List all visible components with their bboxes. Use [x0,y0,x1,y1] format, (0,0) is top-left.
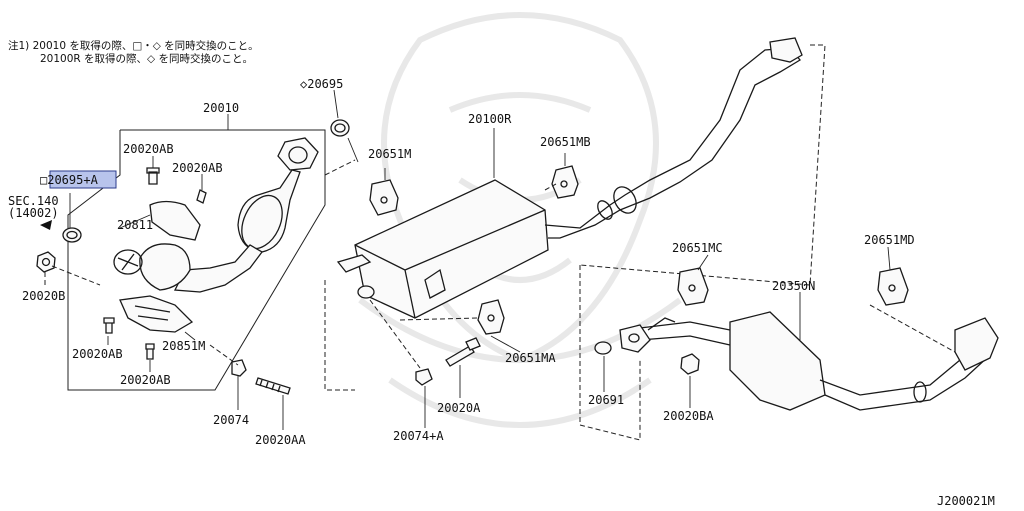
leader-lines-right [579,246,956,441]
gasket-20691[interactable] [594,341,612,355]
label-20020ab-third: 20020AB [72,347,123,361]
diagram-id: J200021M [937,494,995,508]
bolt-icon[interactable] [196,189,207,204]
gasket-20695[interactable] [330,119,350,137]
label-20020ab-second: 20020AB [172,161,223,175]
label-20010: 20010 [203,101,239,115]
label-20074a: 20074+A [393,429,444,443]
label-20350n: 20350N [772,279,815,293]
bolt-icon[interactable] [103,317,115,334]
rubber-mount-20651ma[interactable] [477,299,505,335]
rear-flange[interactable] [619,324,651,353]
label-20851m: 20851M [162,339,205,353]
front-pipe-flange[interactable] [277,137,319,171]
label-sec-14002: (14002) [8,206,59,220]
bolt-icon[interactable] [145,343,155,360]
label-20695: ◇20695 [300,77,343,91]
gasket-20695a[interactable] [62,227,82,243]
rear-muffler-20350n[interactable] [639,311,999,411]
label-20691: 20691 [588,393,624,407]
label-20074: 20074 [213,413,249,427]
label-20651ma: 20651MA [505,351,556,365]
label-20651m: 20651M [368,147,411,161]
label-20020ab-fourth: 20020AB [120,373,171,387]
rubber-mount-20651mc[interactable] [677,267,709,306]
direction-arrow-icon [40,220,52,230]
plug-20074a[interactable] [415,368,433,386]
nut-20020ba[interactable] [680,353,700,375]
center-muffler-20100r[interactable] [336,37,803,319]
label-20695a-highlight [49,170,117,189]
label-sec-140: SEC.140 [8,194,59,208]
note-line-2: 20100R を取得の際、◇ を同時交換のこと。 [40,52,253,65]
bolt-icon[interactable] [146,167,160,185]
rubber-mount-20651m[interactable] [369,179,399,216]
catalytic-converter[interactable] [113,169,301,293]
label-20020a: 20020A [437,401,481,415]
stud-bolt-20020aa[interactable] [255,377,291,395]
label-20651mc: 20651MC [672,241,723,255]
label-20811: 20811 [117,218,153,232]
bolt-20020a[interactable] [445,337,481,367]
label-20020ab-top: 20020AB [123,142,174,156]
label-20695a[interactable]: □20695+A [40,173,99,187]
oxygen-sensor-20074[interactable] [231,359,247,377]
label-20651md: 20651MD [864,233,915,247]
label-20020b: 20020B [22,289,65,303]
label-20020aa: 20020AA [255,433,306,447]
label-20100r: 20100R [468,112,512,126]
note-line-1: 注1) 20010 を取得の際、□・◇ を同時交換のこと。 [8,39,259,52]
nut-20020b[interactable] [36,251,56,273]
leader-lines-center [369,128,566,428]
rubber-mount-20651md[interactable] [877,267,909,306]
heat-insulator-20851m[interactable] [119,295,194,333]
leader-lines-left [44,89,359,430]
label-20020ba: 20020BA [663,409,714,423]
label-20651mb: 20651MB [540,135,591,149]
rubber-mount-20651mb[interactable] [551,165,579,199]
